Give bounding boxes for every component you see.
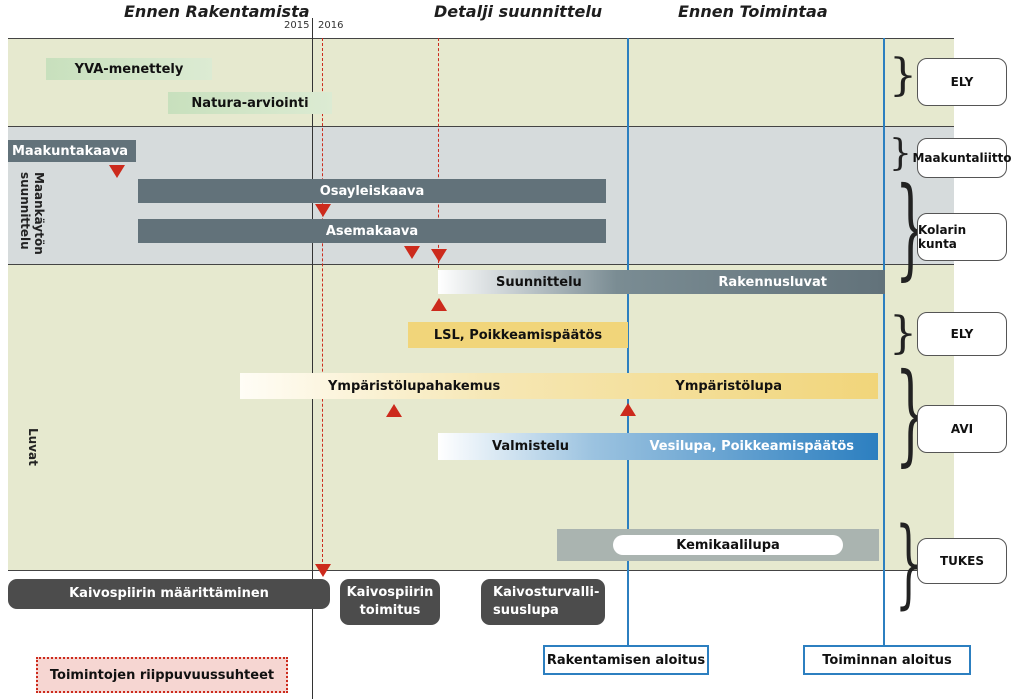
- kaivospiiri-maarittaminen: Kaivospiirin määrittäminen: [8, 579, 330, 609]
- dependency-arrow-down: [431, 249, 447, 262]
- dependency-arrow-down: [315, 564, 331, 577]
- bar-ymparistolupa: Ympäristölupahakemus Ympäristölupa: [240, 373, 878, 399]
- bar-vesilupa-label: Vesilupa, Poikkeamispäätös: [649, 439, 854, 454]
- dependency-line-2016: [322, 38, 323, 572]
- bar-kemikaalilupa: Kemikaalilupa: [557, 529, 879, 561]
- brace-icon: }: [889, 133, 912, 174]
- dependency-arrow-down: [404, 246, 420, 259]
- dependency-arrow-up: [431, 298, 447, 311]
- milestone-toiminnan-aloitus: Toiminnan aloitus: [803, 645, 971, 675]
- year-2015: 2015: [284, 20, 310, 31]
- dependency-arrow-down: [109, 165, 125, 178]
- authority-tukes: TUKES: [917, 538, 1007, 584]
- bar-maakuntakaava: Maakuntakaava: [8, 140, 136, 162]
- milestone-rakentamisen-aloitus: Rakentamisen aloitus: [543, 645, 709, 675]
- section-label-planning-1: Maankäytön: [32, 172, 46, 255]
- bar-osayleiskaava: Osayleiskaava: [138, 179, 606, 203]
- bar-valmistelu-label: Valmistelu: [492, 439, 570, 454]
- operation-start-line: [883, 38, 885, 650]
- brace-icon: }: [895, 515, 922, 611]
- brace-icon: }: [895, 172, 927, 282]
- brace-icon: }: [895, 358, 927, 468]
- bar-suunnittelu-rakennusluvat: Suunnittelu Rakennusluvat: [438, 270, 885, 294]
- dependency-line-detail-design: [438, 38, 439, 268]
- bar-asemakaava: Asemakaava: [138, 219, 606, 243]
- authority-ely-2: ELY: [917, 312, 1007, 356]
- dependency-arrow-down: [315, 204, 331, 217]
- bar-natura: Natura-arviointi: [168, 92, 332, 114]
- authority-kolarin-kunta: Kolarin kunta: [917, 213, 1007, 261]
- bar-yva: YVA-menettely: [46, 58, 212, 80]
- authority-avi: AVI: [917, 405, 1007, 453]
- authority-ely: ELY: [917, 58, 1007, 106]
- band-permits: [8, 264, 954, 571]
- brace-icon: }: [889, 50, 917, 101]
- dependency-arrow-up: [386, 404, 402, 417]
- authority-maakuntaliitto: Maakuntaliitto: [912, 138, 1012, 178]
- phase-before-operation: Ennen Toimintaa: [678, 2, 828, 21]
- band-environment: [8, 38, 954, 127]
- phase-detail-design: Detalji suunnittelu: [434, 2, 603, 21]
- legend-dependencies: Toimintojen riippuvuussuhteet: [36, 657, 288, 693]
- bar-ymparistolupahakemus-label: Ympäristölupahakemus: [328, 378, 501, 394]
- kaivosturvallisuuslupa: Kaivosturvalli- suuslupa: [481, 579, 605, 625]
- year-divider-line: [312, 18, 313, 699]
- kemikaalilupa-pill: Kemikaalilupa: [613, 535, 843, 555]
- section-label-permits: Luvat: [26, 428, 40, 466]
- bar-lsl: LSL, Poikkeamispäätös: [408, 322, 628, 348]
- bar-vesilupa: Valmistelu Vesilupa, Poikkeamispäätös: [438, 433, 878, 460]
- kaivospiirin-toimitus: Kaivospiirin toimitus: [340, 579, 440, 625]
- year-2016: 2016: [318, 20, 344, 31]
- construction-start-line: [627, 38, 629, 650]
- bar-rakennusluvat-label: Rakennusluvat: [718, 274, 827, 290]
- section-label-planning-2: suunnittelu: [18, 172, 32, 250]
- phase-before-construction: Ennen Rakentamista: [124, 2, 310, 21]
- bar-suunnittelu-label: Suunnittelu: [496, 274, 582, 290]
- bar-ymparistolupa-label: Ympäristölupa: [675, 378, 782, 394]
- dependency-arrow-up: [620, 403, 636, 416]
